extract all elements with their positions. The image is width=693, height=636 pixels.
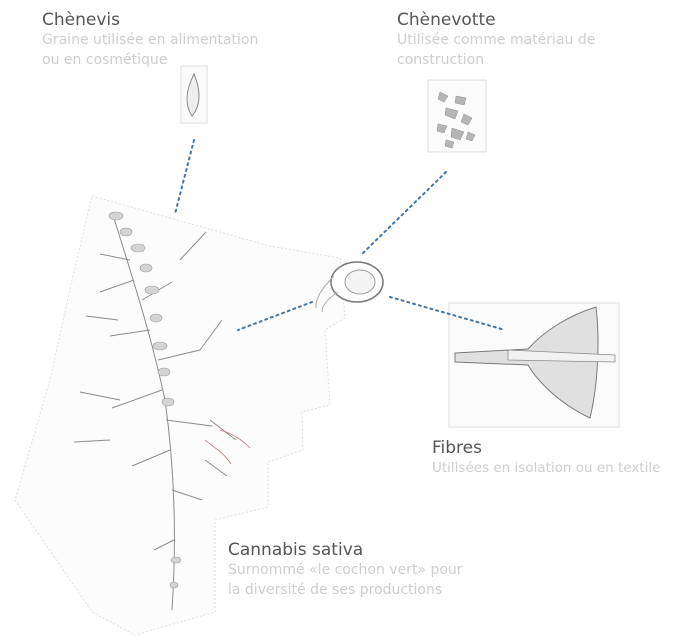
- fibres-sketch: [449, 303, 619, 427]
- fibres-description: Utilisées en isolation ou en textile: [432, 458, 660, 478]
- cannabis-sativa-label: Cannabis sativa Surnommé «le cochon vert…: [228, 540, 463, 600]
- cannabis-title: Cannabis sativa: [228, 540, 463, 560]
- chenevis-title: Chènevis: [42, 10, 258, 30]
- chenevotte-label: Chènevotte Utilisée comme matériau de co…: [397, 10, 595, 70]
- fibres-title: Fibres: [432, 438, 660, 458]
- connector-chenevis: [175, 140, 194, 214]
- connector-chenevotte: [362, 172, 446, 254]
- chenevis-description-line2: ou en cosmétique: [42, 50, 258, 70]
- seed-sketch: [181, 66, 207, 123]
- chenevis-description-line1: Graine utilisée en alimentation: [42, 30, 258, 50]
- chenevotte-description-line2: construction: [397, 50, 595, 70]
- chenevotte-sketch: [428, 80, 486, 152]
- cannabis-description-line1: Surnommé «le cochon vert» pour: [228, 560, 463, 580]
- cannabis-description-line2: la diversité de ses productions: [228, 580, 463, 600]
- chenevotte-title: Chènevotte: [397, 10, 595, 30]
- fibres-label: Fibres Utilisées en isolation ou en text…: [432, 438, 660, 478]
- chenevis-label: Chènevis Graine utilisée en alimentation…: [42, 10, 258, 70]
- chenevotte-description-line1: Utilisée comme matériau de: [397, 30, 595, 50]
